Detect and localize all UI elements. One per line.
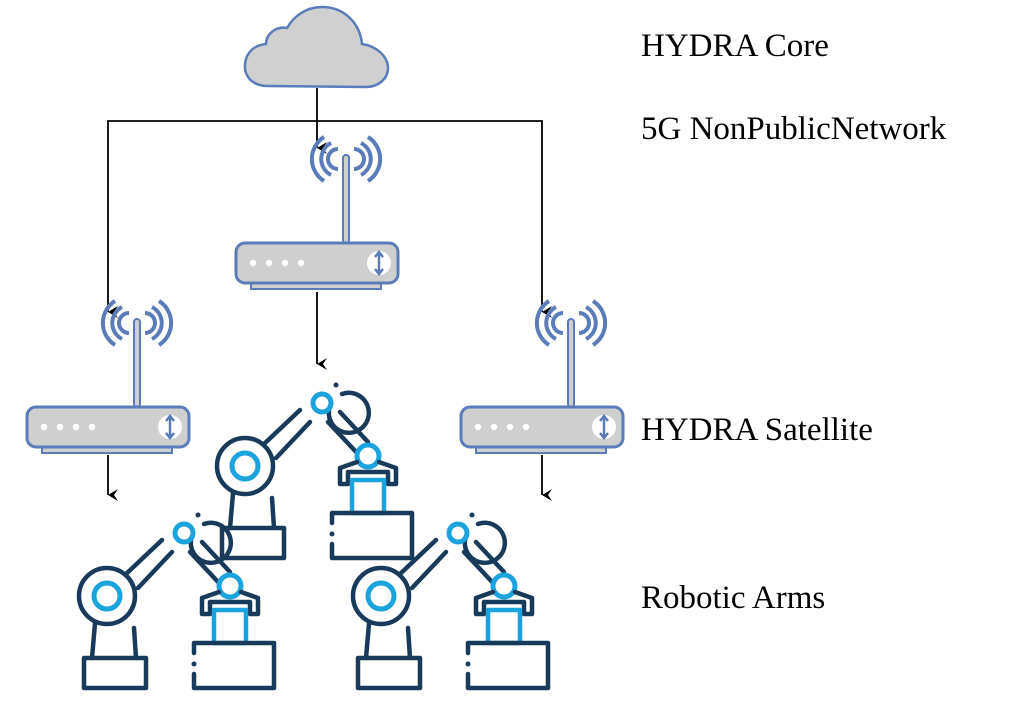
label-robotic-arms: Robotic Arms [641,580,826,616]
router-right [459,299,625,455]
cloud-icon [243,5,390,89]
wireless-router-icon [234,135,400,291]
robotic-arm-icon [217,383,412,559]
label-hydra-satellite: HYDRA Satellite [641,412,873,448]
connectors [107,88,552,501]
robotic-arm-icon [353,513,548,689]
label-5g-network: 5G NonPublicNetwork [641,111,947,147]
router-center [234,135,400,291]
wireless-router-icon [459,299,625,455]
edge-cloud-to-right-router [317,120,552,318]
label-hydra-core: HYDRA Core [641,28,829,64]
robot-arm-top [217,383,412,559]
wireless-router-icon [25,299,191,455]
edge-cloud-to-left-router [107,120,317,318]
robot-arm-bottom-right [353,513,548,689]
router-left [25,299,191,455]
